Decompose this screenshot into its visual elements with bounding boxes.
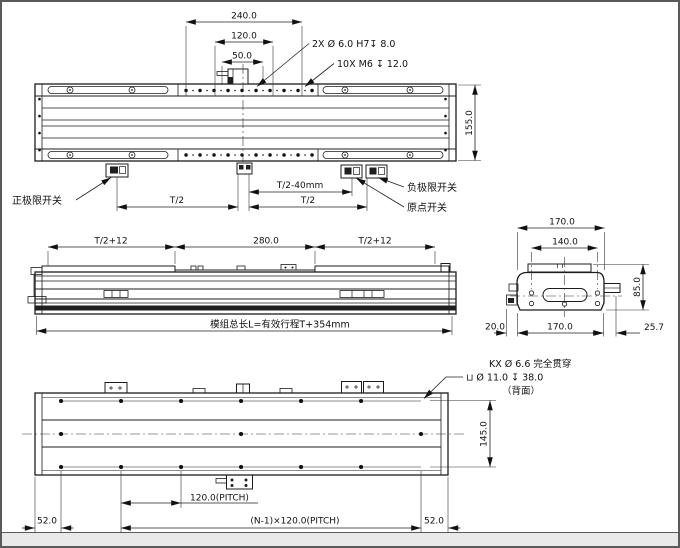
hole-note-line1: KX Ø 6.6 完全贯穿 — [489, 358, 571, 370]
top-view-dimensions: 240.0 120.0 50.0 155.0 T/2 T/2-40mm T/2 — [117, 12, 478, 210]
positive-limit-switch — [105, 163, 129, 178]
origin-switch-block — [340, 164, 363, 179]
dim-pitch: 120.0(PITCH) — [190, 494, 249, 504]
bottom-view-attachments — [104, 381, 384, 490]
top-view: 240.0 120.0 50.0 155.0 T/2 T/2-40mm T/2 … — [12, 12, 481, 214]
side-view-dimensions: 170.0 140.0 85.0 20.0 170.0 25.7 — [485, 218, 664, 336]
negative-limit-switch — [365, 164, 388, 179]
dim-pitch-total: (N-1)×120.0(PITCH) — [250, 517, 339, 527]
label-origin-switch: 原点开关 — [407, 201, 447, 214]
dim-20: 20.0 — [485, 323, 505, 333]
hole-note-threads: 10X M6 ↧ 12.0 — [337, 59, 408, 70]
dim-140: 140.0 — [552, 238, 578, 248]
dim-t2-right: T/2 — [300, 196, 315, 206]
dim-52-left: 52.0 — [37, 517, 57, 527]
bottom-view-notes: KX Ø 6.6 完全贯穿 ⊔ Ø 11.0 ↧ 38.0 （背面） — [423, 358, 571, 399]
front-view-dimensions: T/2+12 280.0 T/2+12 模组总长L=有效行程T+354mm — [36, 237, 452, 334]
dim-85: 85.0 — [633, 277, 643, 297]
front-view-extension-lines — [36, 251, 453, 335]
dim-280: 280.0 — [253, 237, 279, 247]
center-sensor-block — [236, 162, 253, 175]
label-total-length: 模组总长L=有效行程T+354mm — [210, 319, 350, 331]
dim-50: 50.0 — [232, 52, 252, 62]
dim-t2p12-left: T/2+12 — [93, 237, 127, 247]
dim-170-top: 170.0 — [549, 218, 575, 228]
label-positive-limit-switch: 正极限开关 — [12, 194, 62, 207]
top-view-body — [34, 83, 457, 162]
hole-note-pins: 2X Ø 6.0 H7↧ 8.0 — [312, 39, 395, 50]
dim-120: 120.0 — [231, 32, 257, 42]
bottom-view-extension-lines — [34, 400, 496, 533]
side-view-body — [506, 257, 622, 317]
dim-155: 155.0 — [465, 110, 475, 136]
top-view-notes: 2X Ø 6.0 H7↧ 8.0 10X M6 ↧ 12.0 正极限开关 负极限… — [12, 39, 457, 214]
bottom-view: 145.0 52.0 120.0(PITCH) (N-1)×120.0(PITC… — [22, 358, 571, 533]
dim-52-right: 52.0 — [424, 517, 444, 527]
top-view-extension-lines — [116, 26, 481, 211]
side-view-extension-lines — [506, 232, 649, 337]
front-view-body — [27, 263, 457, 315]
dim-240: 240.0 — [231, 12, 257, 22]
dim-t2-left: T/2 — [169, 196, 184, 206]
hole-note-line2: ⊔ Ø 11.0 ↧ 38.0 — [466, 373, 543, 384]
dim-170-bottom: 170.0 — [547, 323, 573, 333]
front-view: T/2+12 280.0 T/2+12 模组总长L=有效行程T+354mm — [27, 237, 457, 335]
hole-note-line3: （背面） — [502, 385, 540, 397]
dim-145: 145.0 — [480, 421, 490, 447]
label-negative-limit-switch: 负极限开关 — [407, 181, 457, 194]
dim-t2p12-right: T/2+12 — [357, 237, 391, 247]
dim-t2-minus40: T/2-40mm — [276, 181, 324, 191]
dim-25-7: 25.7 — [644, 323, 664, 333]
bottom-view-dimensions: 145.0 52.0 120.0(PITCH) (N-1)×120.0(PITC… — [22, 400, 493, 531]
side-view: 170.0 140.0 85.0 20.0 170.0 25.7 — [485, 218, 664, 337]
